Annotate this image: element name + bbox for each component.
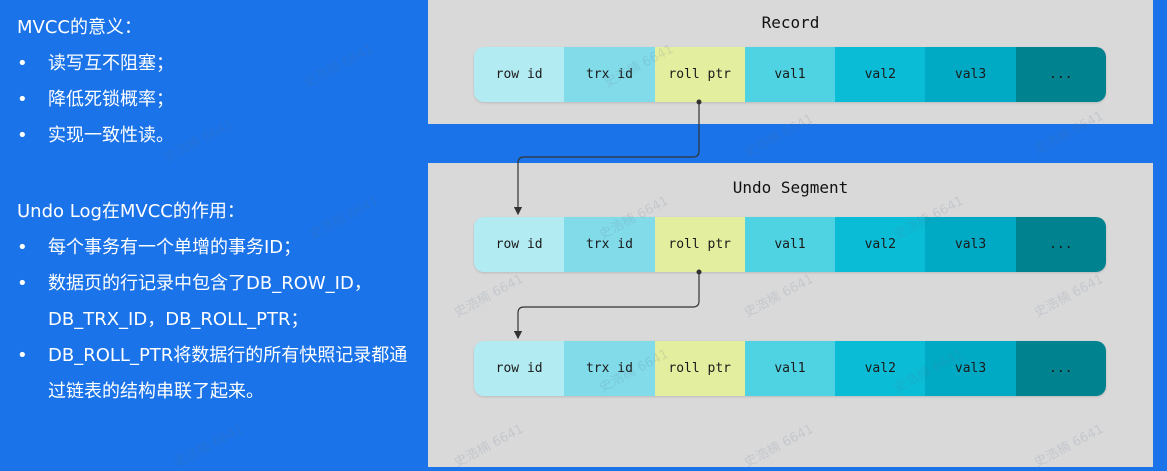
undo-segment-panel: Undo Segment row id trx id roll ptr val1… [428,163,1153,467]
field-roll-ptr: roll ptr [654,341,745,396]
field-trx-id: trx id [564,47,655,102]
field-val3: val3 [925,47,1016,102]
undo-row-2: row id trx id roll ptr val1 val2 val3 ..… [474,341,1106,396]
list-item: 降低死锁概率； [17,82,417,118]
field-more: ... [1015,47,1106,102]
list-item: 每个事务有一个单增的事务ID； [17,230,417,266]
field-val2: val2 [835,217,926,272]
field-val1: val1 [744,47,836,102]
undo-log-role-list: 每个事务有一个单增的事务ID； 数据页的行记录中包含了DB_ROW_ID，DB_… [17,230,417,410]
watermark: 史浩楠 6641 [171,421,247,471]
field-roll-ptr: roll ptr [654,47,745,102]
undo-log-role-heading: Undo Log在MVCC的作用： [17,201,245,222]
field-more: ... [1015,341,1106,396]
record-row: row id trx id roll ptr val1 val2 val3 ..… [474,47,1106,102]
undo-row-1: row id trx id roll ptr val1 val2 val3 ..… [474,217,1106,272]
field-val2: val2 [835,341,926,396]
field-trx-id: trx id [564,217,655,272]
mvcc-explanation: MVCC的意义： 读写互不阻塞； 降低死锁概率； 实现一致性读。 Undo Lo… [17,10,417,410]
mvcc-meaning-list: 读写互不阻塞； 降低死锁概率； 实现一致性读。 [17,46,417,154]
list-item: 实现一致性读。 [17,118,417,154]
field-val1: val1 [744,341,836,396]
list-item: 数据页的行记录中包含了DB_ROW_ID，DB_TRX_ID，DB_ROLL_P… [17,266,417,338]
field-more: ... [1015,217,1106,272]
field-val3: val3 [925,341,1016,396]
list-item: 读写互不阻塞； [17,46,417,82]
record-panel: Record row id trx id roll ptr val1 val2 … [428,0,1153,124]
field-row-id: row id [474,47,565,102]
list-item: DB_ROLL_PTR将数据行的所有快照记录都通过链表的结构串联了起来。 [17,338,417,410]
field-val1: val1 [744,217,836,272]
field-val2: val2 [835,47,926,102]
field-row-id: row id [474,341,565,396]
undo-segment-title: Undo Segment [732,178,849,197]
field-row-id: row id [474,217,565,272]
field-val3: val3 [925,217,1016,272]
mvcc-meaning-heading: MVCC的意义： [17,17,142,38]
field-roll-ptr: roll ptr [654,217,745,272]
record-title: Record [761,13,820,32]
field-trx-id: trx id [564,341,655,396]
